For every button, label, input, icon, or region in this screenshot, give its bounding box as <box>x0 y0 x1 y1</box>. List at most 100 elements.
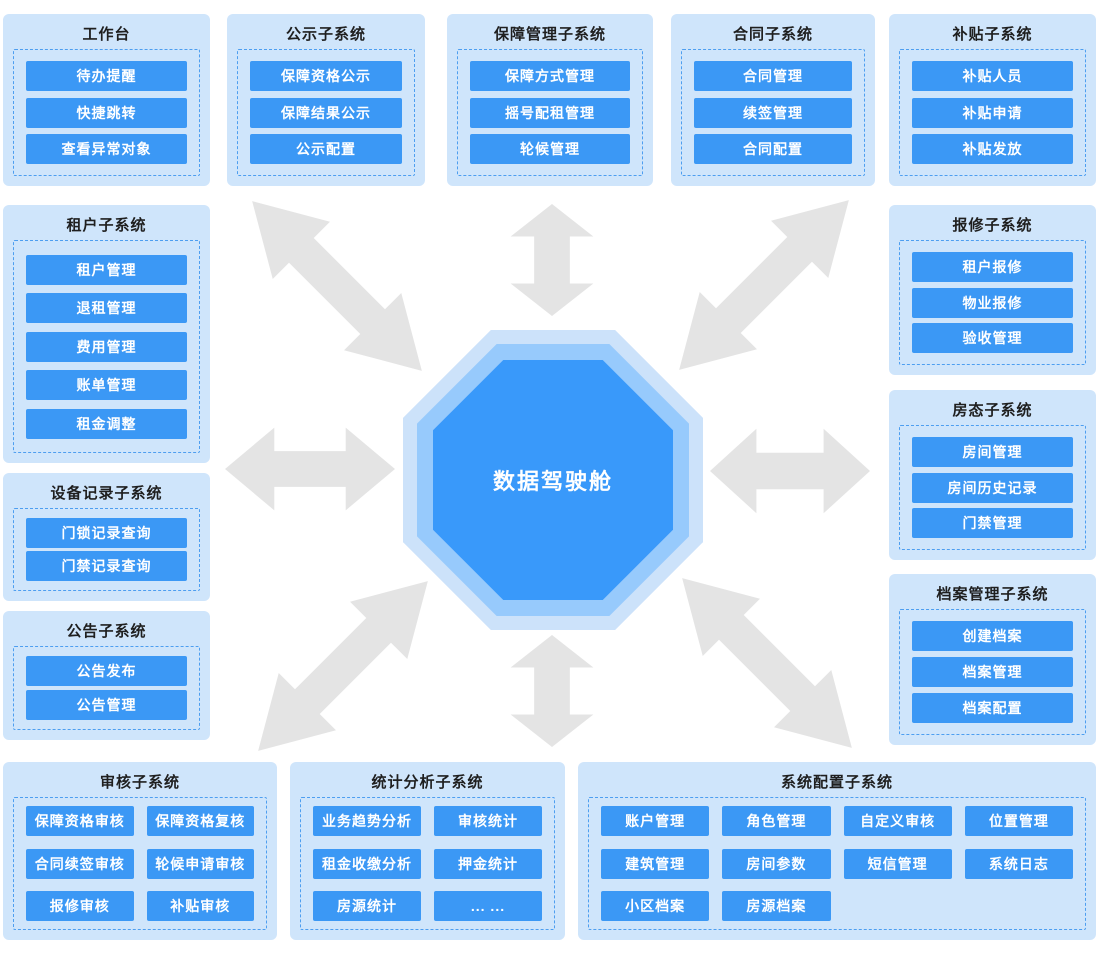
subsystem-item-button[interactable]: 保障资格公示 <box>250 61 402 92</box>
subsystem-item-button[interactable]: 系统日志 <box>964 848 1073 879</box>
subsystem-item-button[interactable]: 轮候管理 <box>470 133 630 164</box>
panel-audit-items: 保障资格审核保障资格复核合同续签审核轮候申请审核报修审核补贴审核 <box>13 797 267 930</box>
subsystem-item-button[interactable]: 物业报修 <box>912 287 1073 318</box>
subsystem-item-button[interactable]: 短信管理 <box>843 848 952 879</box>
panel-tenant-title: 租户子系统 <box>66 217 147 234</box>
subsystem-item-button[interactable]: 保障资格审核 <box>26 805 134 836</box>
subsystem-item-button[interactable]: 审核统计 <box>434 805 542 836</box>
panel-publicity-items: 保障资格公示保障结果公示公示配置 <box>237 49 415 176</box>
panel-workbench-title: 工作台 <box>82 26 131 43</box>
panel-repair-title: 报修子系统 <box>952 217 1033 234</box>
subsystem-item-button[interactable]: 公告发布 <box>26 656 187 686</box>
subsystem-item-button[interactable]: 自定义审核 <box>843 805 952 836</box>
double-arrow-icon-top-right <box>647 168 882 403</box>
subsystem-item-button[interactable]: 角色管理 <box>722 805 831 836</box>
double-arrow-icon-top <box>505 204 599 316</box>
panel-archive-mgmt: 档案管理子系统 创建档案档案管理档案配置 <box>889 574 1096 745</box>
subsystem-item-button[interactable]: 房间管理 <box>912 436 1073 467</box>
subsystem-item-button[interactable]: 摇号配租管理 <box>470 97 630 128</box>
subsystem-item-button[interactable]: 房源统计 <box>313 891 421 922</box>
panel-archive-mgmt-title: 档案管理子系统 <box>936 586 1049 603</box>
subsystem-item-button[interactable]: 合同配置 <box>694 133 852 164</box>
panel-publicity-title: 公示子系统 <box>285 26 366 43</box>
panel-publicity: 公示子系统 保障资格公示保障结果公示公示配置 <box>227 14 425 186</box>
panel-device-records-items: 门锁记录查询门禁记录查询 <box>13 508 200 591</box>
data-cockpit-core[interactable]: 数据驾驶舱 <box>433 360 673 600</box>
data-cockpit-label: 数据驾驶舱 <box>492 469 613 494</box>
subsystem-item-button[interactable]: 报修审核 <box>26 891 134 922</box>
subsystem-item-button[interactable]: 租户报修 <box>912 251 1073 282</box>
panel-announcement: 公告子系统 公告发布公告管理 <box>3 611 210 740</box>
subsystem-item-button[interactable]: 小区档案 <box>601 891 710 922</box>
panel-contract-items: 合同管理续签管理合同配置 <box>681 49 865 176</box>
subsystem-item-button[interactable]: 押金统计 <box>434 848 542 879</box>
panel-repair-items: 租户报修物业报修验收管理 <box>899 240 1086 365</box>
panel-device-records-title: 设备记录子系统 <box>50 485 163 502</box>
panel-archive-mgmt-items: 创建档案档案管理档案配置 <box>899 609 1086 735</box>
panel-subsidy-title: 补贴子系统 <box>952 26 1033 43</box>
subsystem-item-button[interactable]: 账户管理 <box>601 805 710 836</box>
panel-audit: 审核子系统 保障资格审核保障资格复核合同续签审核轮候申请审核报修审核补贴审核 <box>3 762 277 940</box>
double-arrow-icon-bottom-right <box>650 546 885 781</box>
panel-statistics-title: 统计分析子系统 <box>371 774 484 791</box>
subsystem-item-button[interactable]: 档案配置 <box>912 693 1073 723</box>
panel-announcement-title: 公告子系统 <box>66 623 147 640</box>
subsystem-item-button[interactable]: 验收管理 <box>912 323 1073 354</box>
subsystem-item-button[interactable]: 退租管理 <box>26 293 187 323</box>
subsystem-item-button[interactable]: 合同管理 <box>694 61 852 92</box>
panel-tenant-items: 租户管理退租管理费用管理账单管理租金调整 <box>13 240 200 453</box>
subsystem-item-button[interactable]: 待办提醒 <box>26 61 187 92</box>
panel-contract-title: 合同子系统 <box>732 26 813 43</box>
subsystem-item-button[interactable]: 创建档案 <box>912 621 1073 651</box>
subsystem-item-button[interactable]: 查看异常对象 <box>26 133 187 164</box>
subsystem-item-button[interactable]: 位置管理 <box>964 805 1073 836</box>
subsystem-item-button[interactable]: 保障方式管理 <box>470 61 630 92</box>
panel-contract: 合同子系统 合同管理续签管理合同配置 <box>671 14 875 186</box>
subsystem-item-button[interactable]: 建筑管理 <box>601 848 710 879</box>
subsystem-item-button[interactable]: 补贴人员 <box>912 61 1073 92</box>
double-arrow-icon-top-left <box>220 169 455 404</box>
subsystem-item-button[interactable]: 公告管理 <box>26 690 187 720</box>
panel-tenant: 租户子系统 租户管理退租管理费用管理账单管理租金调整 <box>3 205 210 463</box>
panel-workbench: 工作台 待办提醒快捷跳转查看异常对象 <box>3 14 210 186</box>
subsystem-item-button[interactable]: 轮候申请审核 <box>146 848 254 879</box>
subsystem-item-button[interactable]: 续签管理 <box>694 97 852 128</box>
panel-room-status: 房态子系统 房间管理房间历史记录门禁管理 <box>889 390 1096 560</box>
subsystem-item-button[interactable]: 合同续签审核 <box>26 848 134 879</box>
double-arrow-icon-bottom-left <box>226 549 461 784</box>
subsystem-item-button[interactable]: 租户管理 <box>26 254 187 285</box>
panel-statistics: 统计分析子系统 业务趋势分析审核统计租金收缴分析押金统计房源统计 ... ... <box>290 762 565 940</box>
double-arrow-icon-bottom <box>505 635 599 747</box>
subsystem-item-button[interactable]: 费用管理 <box>26 331 187 362</box>
subsystem-item-button[interactable]: 补贴申请 <box>912 97 1073 128</box>
subsystem-item-button[interactable]: 保障资格复核 <box>146 805 254 836</box>
double-arrow-icon-left <box>225 422 395 516</box>
panel-system-config-title: 系统配置子系统 <box>780 774 893 791</box>
panel-room-status-title: 房态子系统 <box>952 402 1033 419</box>
panel-audit-title: 审核子系统 <box>99 774 180 791</box>
panel-announcement-items: 公告发布公告管理 <box>13 646 200 730</box>
panel-guarantee-mgmt-items: 保障方式管理摇号配租管理轮候管理 <box>457 49 643 176</box>
subsystem-item-button[interactable]: ... ... <box>434 891 542 922</box>
subsystem-item-button[interactable]: 房间参数 <box>722 848 831 879</box>
panel-guarantee-mgmt: 保障管理子系统 保障方式管理摇号配租管理轮候管理 <box>447 14 653 186</box>
subsystem-item-button[interactable]: 业务趋势分析 <box>313 805 421 836</box>
subsystem-item-button[interactable]: 补贴发放 <box>912 133 1073 164</box>
double-arrow-icon-right <box>710 423 870 519</box>
subsystem-item-button[interactable]: 公示配置 <box>250 133 402 164</box>
subsystem-item-button[interactable]: 保障结果公示 <box>250 97 402 128</box>
subsystem-item-button[interactable]: 门禁管理 <box>912 508 1073 539</box>
panel-repair: 报修子系统 租户报修物业报修验收管理 <box>889 205 1096 375</box>
subsystem-item-button[interactable]: 快捷跳转 <box>26 97 187 128</box>
subsystem-item-button[interactable]: 租金收缴分析 <box>313 848 421 879</box>
subsystem-item-button[interactable]: 租金调整 <box>26 408 187 439</box>
subsystem-item-button[interactable]: 档案管理 <box>912 657 1073 687</box>
subsystem-item-button[interactable]: 门禁记录查询 <box>26 551 187 582</box>
subsystem-item-button[interactable]: 门锁记录查询 <box>26 517 187 548</box>
subsystem-item-button[interactable]: 房间历史记录 <box>912 472 1073 503</box>
subsystem-item-button[interactable]: 账单管理 <box>26 370 187 400</box>
subsystem-item-button[interactable]: 房源档案 <box>722 891 831 922</box>
subsystem-item-button[interactable]: 补贴审核 <box>146 891 254 922</box>
panel-device-records: 设备记录子系统 门锁记录查询门禁记录查询 <box>3 473 210 601</box>
